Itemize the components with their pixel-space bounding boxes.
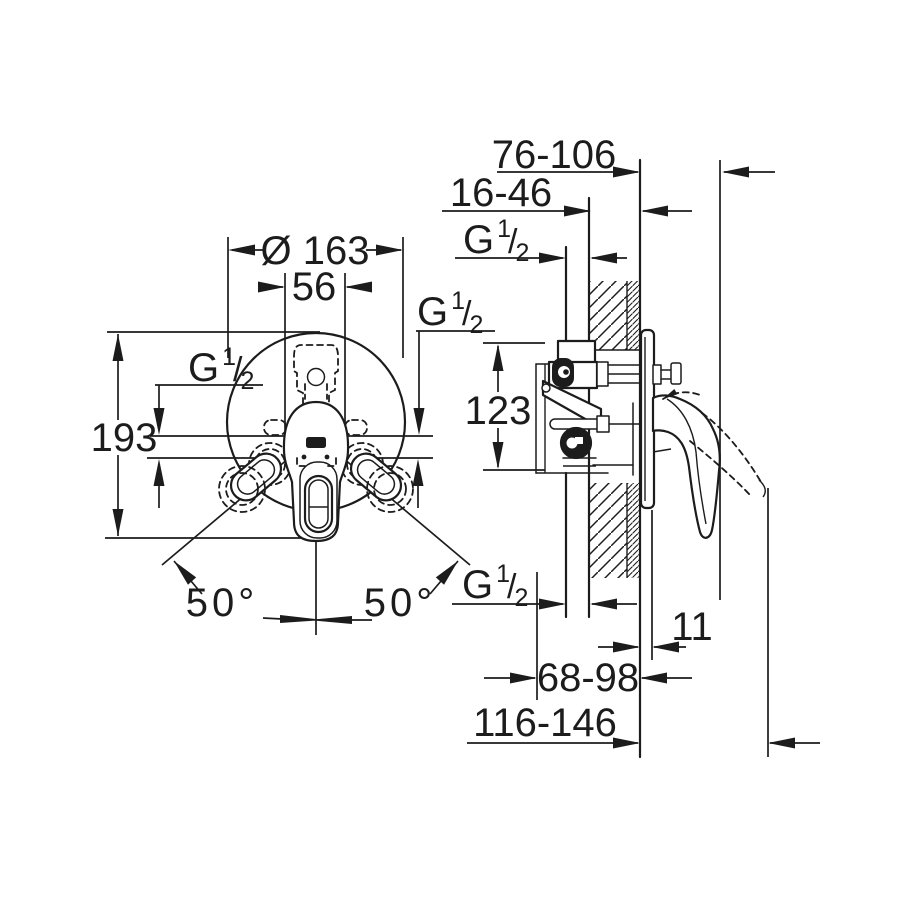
label-depth-16-46: 16-46: [450, 171, 552, 215]
logo-badge: [306, 437, 326, 448]
label-height-123: 123: [465, 389, 532, 433]
front-view: [105, 237, 495, 635]
label-diameter: Ø 163: [261, 229, 370, 273]
dome-hidden-step-right: [327, 457, 337, 467]
port-nut-left-outer: [218, 465, 266, 513]
mounting-lug-right: [344, 419, 368, 436]
valve-body-side: [535, 245, 641, 619]
side-view: [442, 158, 820, 759]
dome-dot-right: [324, 454, 330, 460]
grip-pill-outer: [303, 474, 334, 534]
lever-handle-front: [282, 400, 350, 543]
front-arrowheads: [112, 244, 463, 624]
grip-ring: [299, 461, 338, 539]
escutcheon-plate-side: [639, 328, 656, 510]
handle-open-tip: [758, 479, 766, 498]
label-depth-68-98: 68-98: [537, 656, 639, 700]
spindle-collar: [596, 361, 609, 387]
handle-open-outline-outer: [701, 412, 762, 483]
supply-port-right: [349, 452, 403, 502]
grip-pill-inner: [308, 479, 329, 529]
dome-dot-left: [301, 454, 307, 460]
dome-hidden-step-left: [296, 457, 306, 467]
label-depth-116-146: 116-146: [473, 701, 617, 745]
label-depth-76-106: 76-106: [492, 133, 617, 177]
port-nut-left-inner: [225, 472, 259, 506]
label-angle-left: 50°: [186, 581, 259, 625]
mounting-lug-left: [263, 419, 287, 436]
lever-handle-side: [651, 362, 766, 539]
spindle-knob: [670, 362, 682, 385]
port-nut-right-inner: [373, 472, 407, 506]
label-angle-right: 50°: [364, 581, 437, 625]
top-screw-hole: [306, 367, 326, 387]
spindle-flange: [652, 364, 662, 385]
port-nut-right-outer: [366, 465, 414, 513]
label-height-193: 193: [91, 416, 158, 460]
label-thickness-11: 11: [671, 605, 713, 649]
supply-port-left: [229, 452, 283, 502]
handle-contour: [666, 398, 707, 525]
handle-open-outline-inner: [689, 440, 752, 497]
concealed-valve-hidden-outline: [293, 344, 339, 405]
label-width-56: 56: [292, 265, 337, 309]
